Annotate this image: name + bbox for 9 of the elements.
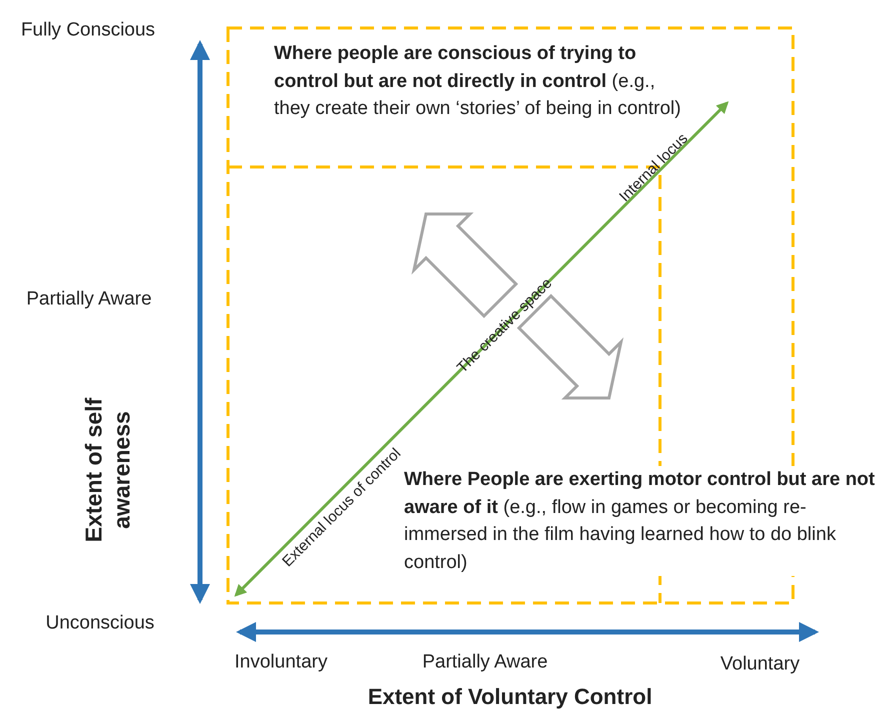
axis-title: Extent of Voluntary Control: [368, 684, 652, 710]
axis-tick-label: Partially Aware: [26, 288, 152, 312]
axis-tick-label: Partially Aware: [422, 652, 548, 674]
axis-tick-label: Fully Conscious: [20, 20, 156, 42]
region-description: Where People are exerting motor control but are not aware of it (e.g., flow in games or becoming re-immersed in the film having learned how to do blink control): [404, 466, 876, 576]
axis-tick-label: Voluntary: [720, 654, 800, 676]
axis-tick-label: Unconscious: [46, 612, 154, 636]
axis-title: Extent of self awareness: [80, 396, 135, 544]
axis-tick-label: Involuntary: [234, 652, 328, 674]
